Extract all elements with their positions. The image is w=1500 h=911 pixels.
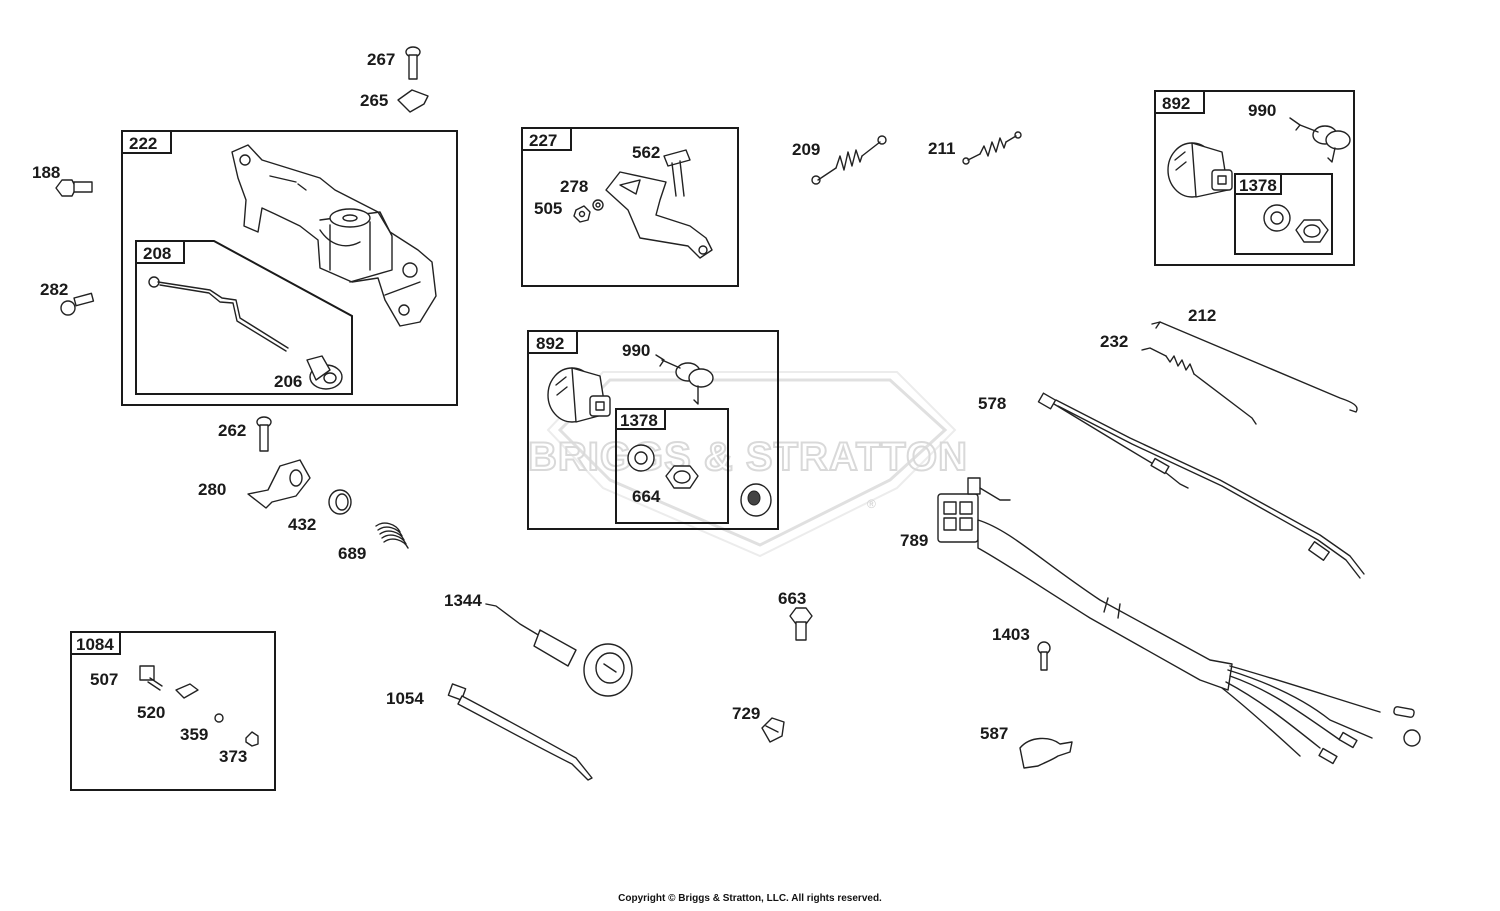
part-663: 663	[778, 589, 813, 641]
part-578: 578	[978, 392, 1365, 579]
part-211: 211	[928, 131, 1022, 165]
part-label-729: 729	[732, 704, 760, 723]
part-label-211: 211	[928, 139, 955, 158]
box-label-208: 208	[143, 244, 171, 263]
part-label-1344: 1344	[444, 591, 482, 610]
part-label-505: 505	[534, 199, 562, 218]
part-label-232: 232	[1100, 332, 1128, 351]
part-label-278: 278	[560, 177, 588, 196]
part-label-578: 578	[978, 394, 1006, 413]
part-278-drawing	[592, 199, 604, 211]
part-232: 232	[1100, 332, 1257, 425]
grommet-drawing	[740, 483, 772, 517]
part-212: 212	[1151, 306, 1358, 413]
control-bracket-drawing	[605, 171, 713, 259]
part-505-drawing	[573, 205, 591, 223]
box-label-1084: 1084	[76, 635, 114, 654]
part-label-359: 359	[180, 725, 208, 744]
part-282: 282	[40, 280, 95, 316]
part-label-520: 520	[137, 703, 165, 722]
box-892-mid: 892 990	[527, 330, 779, 530]
part-label-664: 664	[632, 487, 661, 506]
box-208: 208 206	[135, 240, 353, 395]
hex-nut-drawing-top	[1295, 219, 1329, 243]
part-507-drawing	[139, 665, 163, 691]
part-432: 432	[288, 489, 352, 534]
part-label-262: 262	[218, 421, 246, 440]
part-label-282: 282	[40, 280, 68, 299]
part-label-1054: 1054	[386, 689, 424, 708]
part-label-206: 206	[274, 372, 302, 391]
box-1378-mid: 1378 664	[615, 408, 729, 524]
part-label-265: 265	[360, 91, 388, 110]
part-label-188: 188	[32, 163, 60, 182]
part-359-drawing	[214, 713, 224, 723]
ignition-switch-drawing-mid	[547, 367, 611, 423]
part-label-990-top: 990	[1248, 101, 1276, 120]
part-267: 267	[367, 46, 421, 80]
part-280: 280	[198, 459, 311, 509]
part-label-212: 212	[1188, 306, 1216, 325]
box-label-892-top: 892	[1162, 94, 1190, 113]
box-label-892-mid: 892	[536, 334, 564, 353]
lock-washer-drawing-mid	[627, 444, 655, 472]
part-label-432: 432	[288, 515, 316, 534]
part-1344: 1344	[444, 591, 633, 697]
box-label-1378-mid: 1378	[620, 411, 658, 430]
box-892-top: 892 990	[1154, 90, 1355, 266]
box-1378-top: 1378	[1234, 173, 1333, 255]
part-label-267: 267	[367, 50, 395, 69]
part-265: 265	[360, 89, 429, 113]
watermark-registered: ®	[867, 497, 876, 511]
part-206-drawing	[306, 355, 343, 390]
lock-washer-drawing-top	[1263, 204, 1291, 232]
box-222: 222	[121, 130, 458, 406]
part-689: 689	[338, 522, 409, 563]
part-label-587: 587	[980, 724, 1008, 743]
part-1054: 1054	[386, 683, 593, 781]
part-label-1403: 1403	[992, 625, 1030, 644]
governor-bracket-drawing	[231, 144, 437, 327]
box-label-222: 222	[129, 134, 157, 153]
part-1403: 1403	[992, 625, 1051, 671]
box-label-1378-top: 1378	[1239, 176, 1277, 195]
ignition-switch-drawing-top	[1167, 142, 1233, 198]
part-label-789: 789	[900, 531, 928, 550]
part-729: 729	[732, 704, 785, 743]
box-1084: 1084 507 520 359 373	[70, 631, 276, 791]
part-label-373: 373	[219, 747, 247, 766]
watermark-text: BRIGGS & STRATTON	[528, 435, 968, 479]
part-587: 587	[980, 724, 1073, 769]
brand-watermark: BRIGGS & STRATTON ®	[527, 371, 968, 558]
part-520-drawing	[175, 683, 199, 699]
copyright-notice: Copyright © Briggs & Stratton, LLC. All …	[618, 893, 882, 904]
part-label-562: 562	[632, 143, 660, 162]
governor-link-rod	[148, 276, 289, 352]
key-drawing-top	[1289, 117, 1351, 163]
part-label-507: 507	[90, 670, 118, 689]
box-label-227: 227	[529, 131, 557, 150]
part-262: 262	[218, 416, 272, 452]
box-227: 227 562 278 505	[521, 127, 739, 287]
part-373-drawing	[245, 731, 259, 747]
part-label-209: 209	[792, 140, 820, 159]
part-label-280: 280	[198, 480, 226, 499]
key-drawing-mid	[655, 354, 714, 405]
part-188: 188	[32, 163, 93, 197]
hex-nut-drawing-mid	[665, 465, 699, 489]
part-label-689: 689	[338, 544, 366, 563]
part-562-drawing	[663, 149, 691, 197]
part-label-663: 663	[778, 589, 806, 608]
part-label-990-mid: 990	[622, 341, 650, 360]
part-209: 209	[792, 135, 887, 185]
part-789: 789	[900, 477, 1421, 765]
